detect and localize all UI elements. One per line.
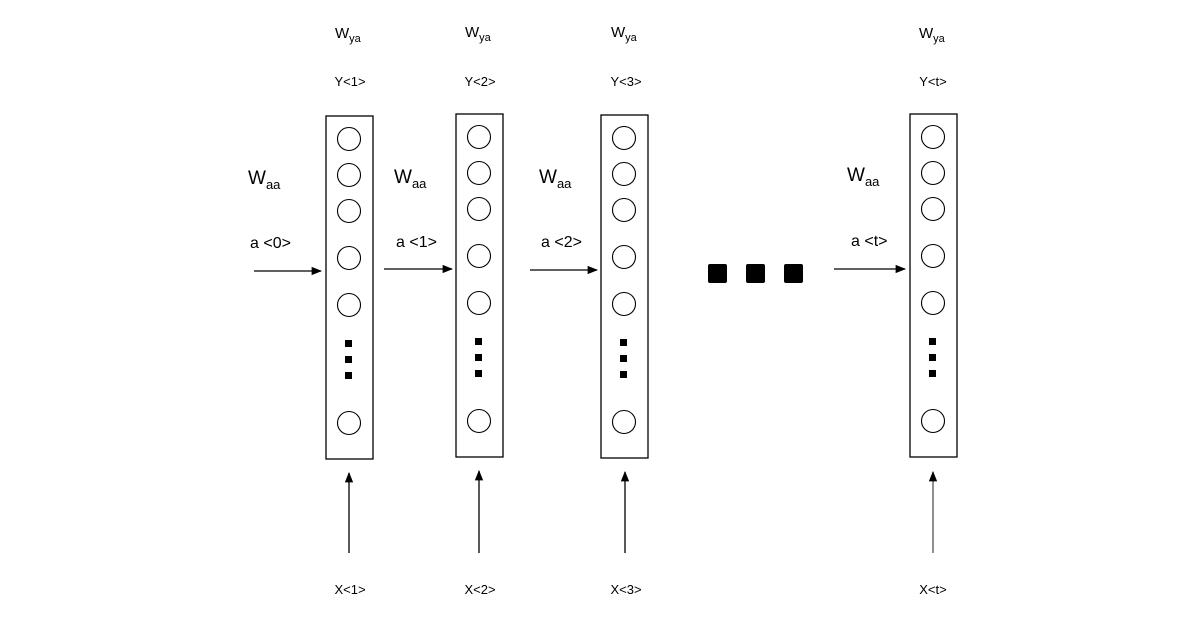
neuron-node (920, 408, 946, 434)
rnn-cell-2: Wya Y<2> Waa a <1> X<2> (384, 24, 504, 597)
output-label-3: Y<3> (610, 74, 641, 89)
output-label-2: Y<2> (464, 74, 495, 89)
activation-label-1: a <0> (250, 235, 291, 252)
neuron-node (611, 409, 637, 435)
ellipsis-dot (620, 371, 627, 378)
input-label-t: X<t> (919, 582, 946, 597)
ellipsis-square (746, 264, 765, 283)
activation-label-3: a <2> (541, 234, 582, 251)
input-label-3: X<3> (610, 582, 641, 597)
neuron-column-t (920, 124, 946, 434)
ellipsis-dot (929, 370, 936, 377)
ellipsis-dot (929, 338, 936, 345)
neuron-node (920, 243, 946, 269)
neuron-node (611, 197, 637, 223)
neuron-node (336, 292, 362, 318)
ellipsis-dot (345, 340, 352, 347)
input-label-1: X<1> (334, 582, 365, 597)
waa-label-2: Waa (394, 167, 427, 191)
wya-label-1: Wya (335, 25, 362, 45)
activation-label-t: a <t> (851, 233, 887, 250)
neuron-node (466, 408, 492, 434)
neuron-node (336, 198, 362, 224)
ellipsis-square (784, 264, 803, 283)
neuron-node (920, 124, 946, 150)
waa-label-t: Waa (847, 165, 880, 189)
neuron-node (920, 196, 946, 222)
wya-label-3: Wya (611, 24, 638, 44)
rnn-cell-t: Wya Y<t> Waa a <t> X<t> (834, 25, 958, 597)
wya-label-2: Wya (465, 24, 492, 44)
waa-label-3: Waa (539, 167, 572, 191)
wya-label-t: Wya (919, 25, 946, 45)
ellipsis-square (708, 264, 727, 283)
sequence-continuation-ellipsis (708, 264, 803, 283)
neuron-node (611, 291, 637, 317)
neuron-node (466, 196, 492, 222)
neuron-node (466, 124, 492, 150)
neuron-node (336, 162, 362, 188)
neuron-node (336, 126, 362, 152)
ellipsis-dot (929, 354, 936, 361)
rnn-cell-1: Wya Y<1> Waa a <0> X<1> (248, 25, 374, 597)
neuron-node (466, 160, 492, 186)
neuron-node (920, 290, 946, 316)
ellipsis-dot (475, 338, 482, 345)
neuron-column-2 (466, 124, 492, 434)
ellipsis-dot (475, 354, 482, 361)
neuron-node (466, 243, 492, 269)
neuron-node (466, 290, 492, 316)
activation-label-2: a <1> (396, 234, 437, 251)
ellipsis-dot (620, 339, 627, 346)
output-label-t: Y<t> (919, 74, 946, 89)
neuron-node (920, 160, 946, 186)
neuron-node (336, 410, 362, 436)
neuron-node (336, 245, 362, 271)
neuron-node (611, 161, 637, 187)
neuron-column-1 (336, 126, 362, 436)
ellipsis-dot (475, 370, 482, 377)
ellipsis-dot (620, 355, 627, 362)
ellipsis-dot (345, 372, 352, 379)
output-label-1: Y<1> (334, 74, 365, 89)
neuron-node (611, 125, 637, 151)
waa-label-1: Waa (248, 168, 281, 192)
neuron-node (611, 244, 637, 270)
neuron-column-3 (611, 125, 637, 435)
rnn-cell-3: Wya Y<3> Waa a <2> X<3> (530, 24, 649, 597)
input-label-2: X<2> (464, 582, 495, 597)
ellipsis-dot (345, 356, 352, 363)
